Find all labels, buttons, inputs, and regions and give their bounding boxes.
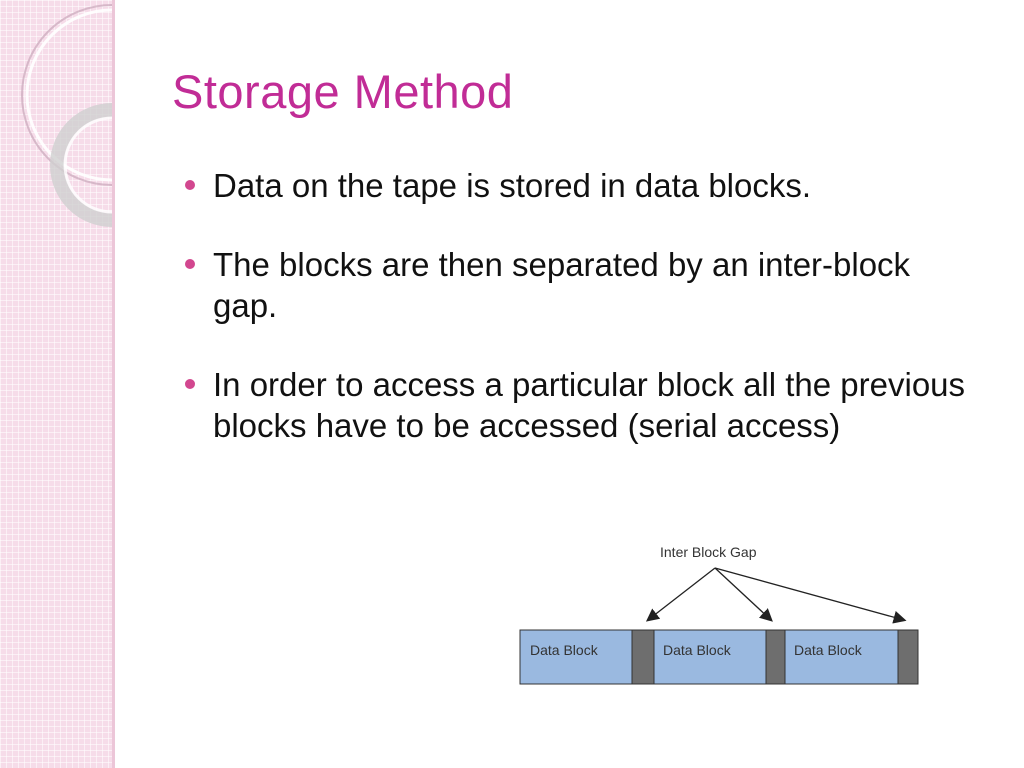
bullet-list: Data on the tape is stored in data block…: [185, 165, 975, 446]
bullet-text: In order to access a particular block al…: [213, 366, 966, 444]
decorative-circles: [21, 4, 112, 227]
arrow-gap-3: [714, 567, 907, 624]
data-block: [784, 629, 899, 685]
side-panel-border: [112, 0, 115, 768]
gap-block: [631, 629, 655, 685]
bullet-dot-icon: [185, 379, 195, 389]
bullet-text: Data on the tape is stored in data block…: [213, 167, 812, 204]
data-block-label: Data Block: [663, 642, 732, 658]
data-block-label: Data Block: [794, 642, 863, 658]
decorative-side-panel: [0, 0, 112, 768]
bullet-item: The blocks are then separated by an inte…: [185, 244, 975, 326]
gap-block: [765, 629, 786, 685]
gap-label: Inter Block Gap: [660, 544, 757, 560]
arrow-gap-1: [645, 567, 716, 622]
bullet-item: In order to access a particular block al…: [185, 364, 975, 446]
data-block: [653, 629, 767, 685]
data-block: [519, 629, 633, 685]
bullet-dot-icon: [185, 180, 195, 190]
slide-title: Storage Method: [172, 65, 514, 118]
bullet-item: Data on the tape is stored in data block…: [185, 165, 975, 206]
gap-block: [897, 629, 919, 685]
arrow-gap-2: [714, 567, 773, 622]
tape-block-diagram: Inter Block Gap Data Block Data Block Da…: [519, 544, 919, 685]
bullet-dot-icon: [185, 259, 195, 269]
data-block-label: Data Block: [530, 642, 599, 658]
bullet-text: The blocks are then separated by an inte…: [213, 246, 911, 324]
